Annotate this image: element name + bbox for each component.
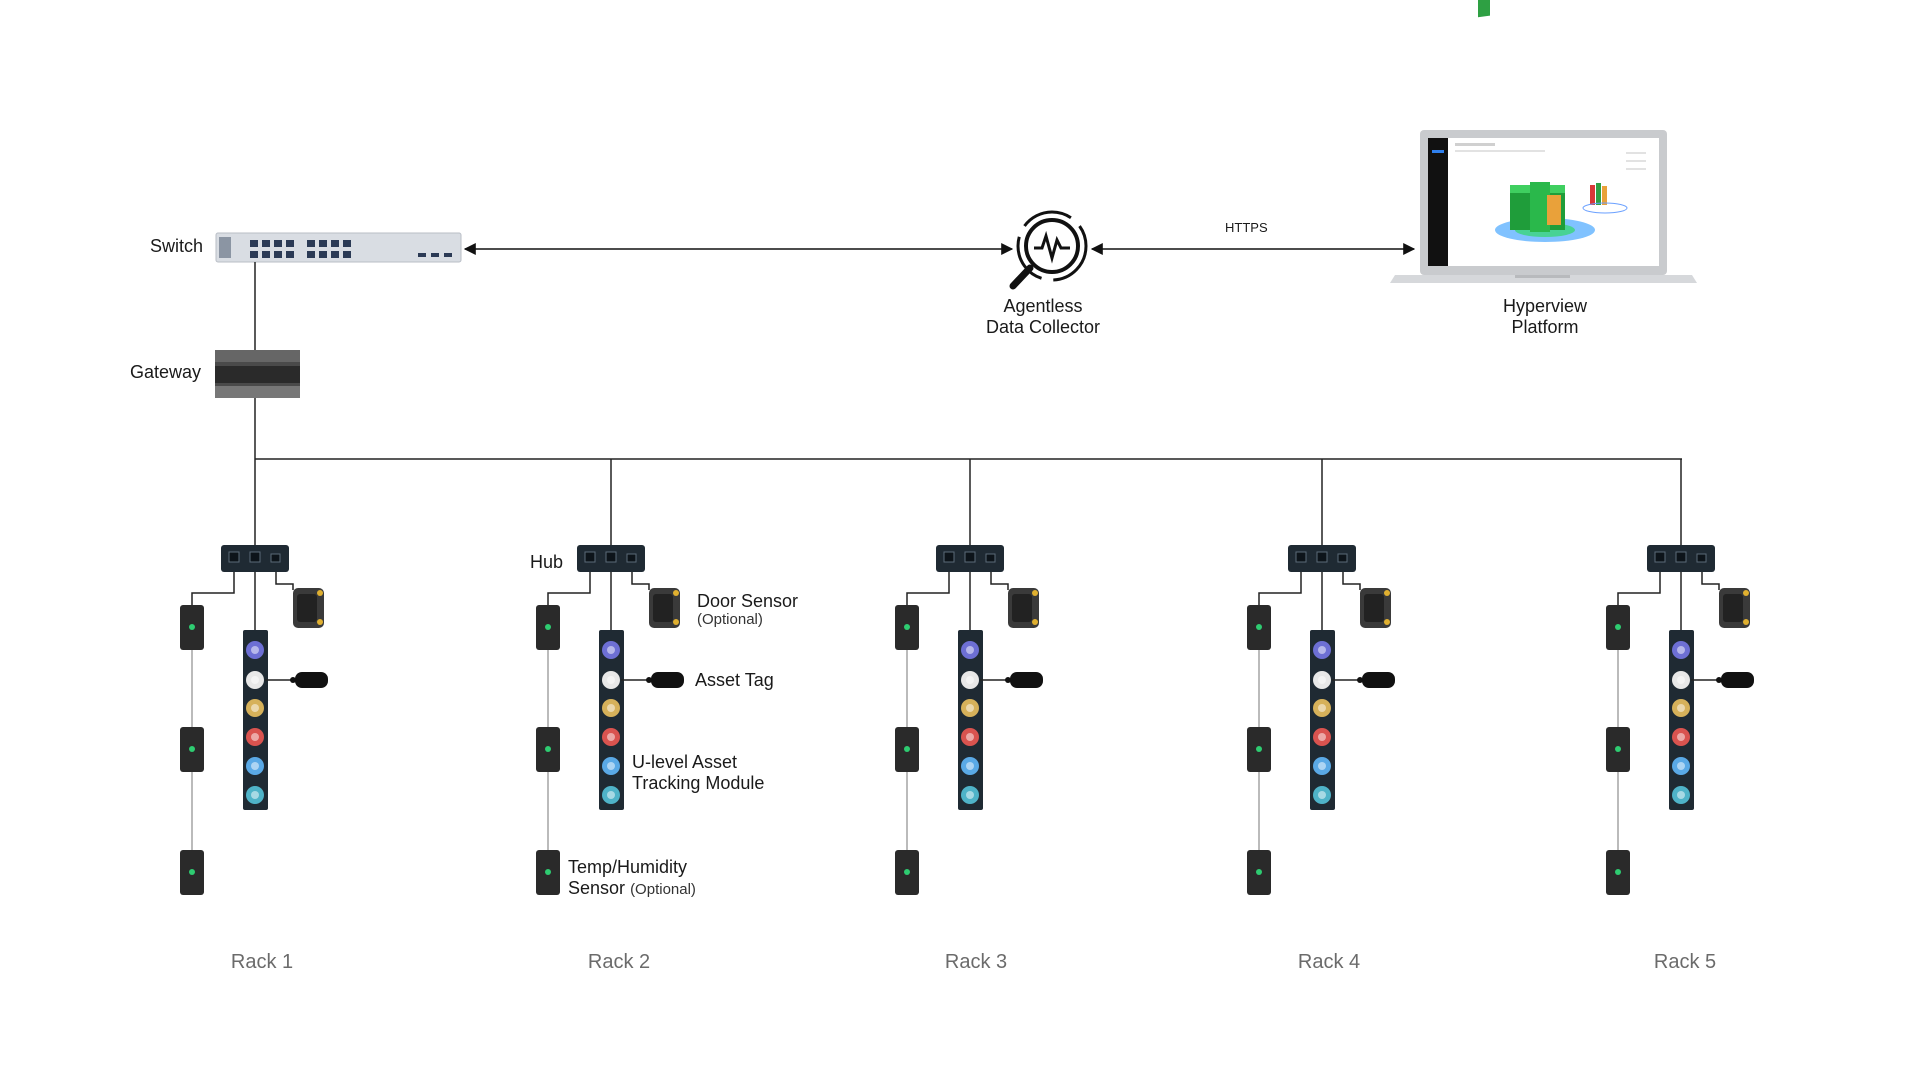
temp-sensor-note: (Optional) bbox=[630, 881, 696, 898]
hub-device-5 bbox=[1647, 545, 1715, 572]
u-level-module-5 bbox=[1669, 630, 1694, 810]
rack-devices-1 bbox=[180, 459, 328, 895]
gateway-device bbox=[215, 350, 300, 398]
hub-device-4 bbox=[1288, 545, 1356, 572]
asset-tag-3 bbox=[1005, 672, 1043, 688]
temp-sensor-4-3 bbox=[1247, 850, 1271, 895]
temp-sensor-5-3 bbox=[1606, 850, 1630, 895]
door-sensor-label: Door Sensor (Optional) bbox=[697, 591, 798, 630]
temp-sensor-4-1 bbox=[1247, 605, 1271, 650]
door-sensor-cable-3 bbox=[990, 572, 1009, 590]
rack-label-2: Rack 2 bbox=[587, 951, 651, 973]
temp-sensor-line2: Sensor (Optional) bbox=[568, 878, 696, 900]
switch-label: Switch bbox=[150, 236, 204, 256]
network-switch bbox=[215, 232, 462, 263]
rack-devices-4 bbox=[1247, 459, 1395, 895]
collector-label-line1: Agentless bbox=[1003, 296, 1083, 316]
temp-sensor-cable-1 bbox=[191, 572, 235, 605]
temp-sensor-2-1 bbox=[536, 605, 560, 650]
platform-label: Hyperview Platform bbox=[1503, 296, 1587, 338]
temp-sensor-line1: Temp/Humidity bbox=[568, 857, 688, 877]
platform-label-line2: Platform bbox=[1511, 317, 1579, 337]
door-sensor-2 bbox=[649, 588, 680, 628]
door-sensor-5 bbox=[1719, 588, 1750, 628]
temp-sensor-3-2 bbox=[895, 727, 919, 772]
module-label: U-level Asset Tracking Module bbox=[632, 752, 764, 794]
door-sensor-cable-5 bbox=[1701, 572, 1720, 590]
module-label-line1: U-level Asset bbox=[632, 752, 738, 772]
door-sensor-cable-1 bbox=[275, 572, 294, 590]
temp-sensor-cable-2 bbox=[547, 572, 591, 605]
temp-sensor-3-3 bbox=[895, 850, 919, 895]
temp-sensor-4-2 bbox=[1247, 727, 1271, 772]
https-label: HTTPS bbox=[1225, 220, 1268, 235]
temp-sensor-cable-5 bbox=[1617, 572, 1661, 605]
hub-device-2 bbox=[577, 545, 645, 572]
rack-label-3: Rack 3 bbox=[944, 951, 1008, 973]
door-sensor-cable-2 bbox=[631, 572, 650, 590]
racks-group bbox=[180, 459, 1754, 895]
temp-sensor-3-1 bbox=[895, 605, 919, 650]
collector-label-line2: Data Collector bbox=[985, 317, 1101, 337]
platform-label-line1: Hyperview bbox=[1502, 296, 1588, 316]
temp-sensor-5-1 bbox=[1606, 605, 1630, 650]
temp-sensor-2-2 bbox=[536, 727, 560, 772]
rack-devices-3 bbox=[895, 459, 1043, 895]
temp-sensor-word: Sensor bbox=[568, 878, 626, 898]
temp-sensor-1-2 bbox=[180, 727, 204, 772]
door-sensor-4 bbox=[1360, 588, 1391, 628]
door-sensor-note: (Optional) bbox=[697, 611, 763, 628]
module-label-line2: Tracking Module bbox=[632, 773, 765, 793]
data-collector-icon bbox=[1009, 210, 1088, 290]
hub-device-3 bbox=[936, 545, 1004, 572]
temp-sensor-cable-4 bbox=[1258, 572, 1302, 605]
rack-devices-5 bbox=[1606, 459, 1754, 895]
asset-tag-2 bbox=[646, 672, 684, 688]
temp-sensor-label: Temp/Humidity Sensor (Optional) bbox=[568, 857, 696, 900]
u-level-module-1 bbox=[243, 630, 268, 810]
hub-device-1 bbox=[221, 545, 289, 572]
rack-label-1: Rack 1 bbox=[230, 951, 294, 973]
door-sensor-cable-4 bbox=[1342, 572, 1361, 590]
gateway-label: Gateway bbox=[130, 362, 202, 382]
asset-tag-1 bbox=[290, 672, 328, 688]
rack-label-4: Rack 4 bbox=[1297, 951, 1361, 973]
hub-label: Hub bbox=[530, 552, 564, 572]
door-sensor-1 bbox=[293, 588, 324, 628]
asset-tag-4 bbox=[1357, 672, 1395, 688]
temp-sensor-5-2 bbox=[1606, 727, 1630, 772]
temp-sensor-cable-3 bbox=[906, 572, 950, 605]
laptop-icon bbox=[1390, 0, 1697, 283]
temp-sensor-2-3 bbox=[536, 850, 560, 895]
u-level-module-2 bbox=[599, 630, 624, 810]
temp-sensor-1-3 bbox=[180, 850, 204, 895]
collector-label: Agentless Data Collector bbox=[986, 296, 1100, 338]
u-level-module-4 bbox=[1310, 630, 1335, 810]
asset-tag-5 bbox=[1716, 672, 1754, 688]
door-sensor-title: Door Sensor bbox=[697, 591, 799, 611]
door-sensor-3 bbox=[1008, 588, 1039, 628]
temp-sensor-1-1 bbox=[180, 605, 204, 650]
asset-tag-label: Asset Tag bbox=[695, 670, 774, 690]
rack-devices-2 bbox=[536, 459, 684, 895]
u-level-module-3 bbox=[958, 630, 983, 810]
rack-label-5: Rack 5 bbox=[1653, 951, 1717, 973]
